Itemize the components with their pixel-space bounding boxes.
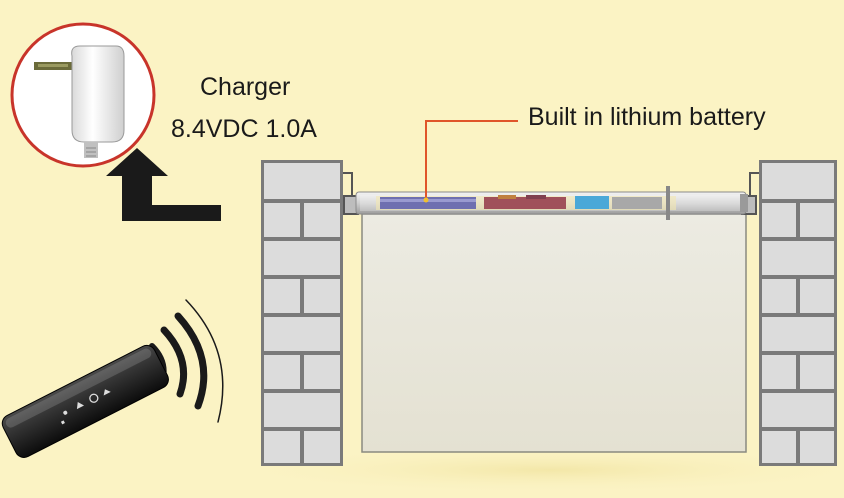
charger-spec: 8.4VDC 1.0A xyxy=(171,115,317,143)
battery-leader-dot xyxy=(423,197,429,203)
left-brick-wall xyxy=(261,160,343,466)
shade-fabric xyxy=(361,213,747,453)
charger-title: Charger xyxy=(200,73,291,101)
remote-control-icon xyxy=(1,344,169,458)
battery-pack xyxy=(380,186,748,220)
right-brick-wall xyxy=(759,160,837,466)
charge-arrow xyxy=(106,148,221,221)
floor-shadow xyxy=(220,446,844,494)
battery-label: Built in lithium battery xyxy=(528,103,766,131)
battery-leader-line xyxy=(425,120,518,199)
wireless-signal-icon xyxy=(149,299,224,423)
left-bracket xyxy=(343,172,359,215)
wall-charger-icon xyxy=(34,45,125,158)
